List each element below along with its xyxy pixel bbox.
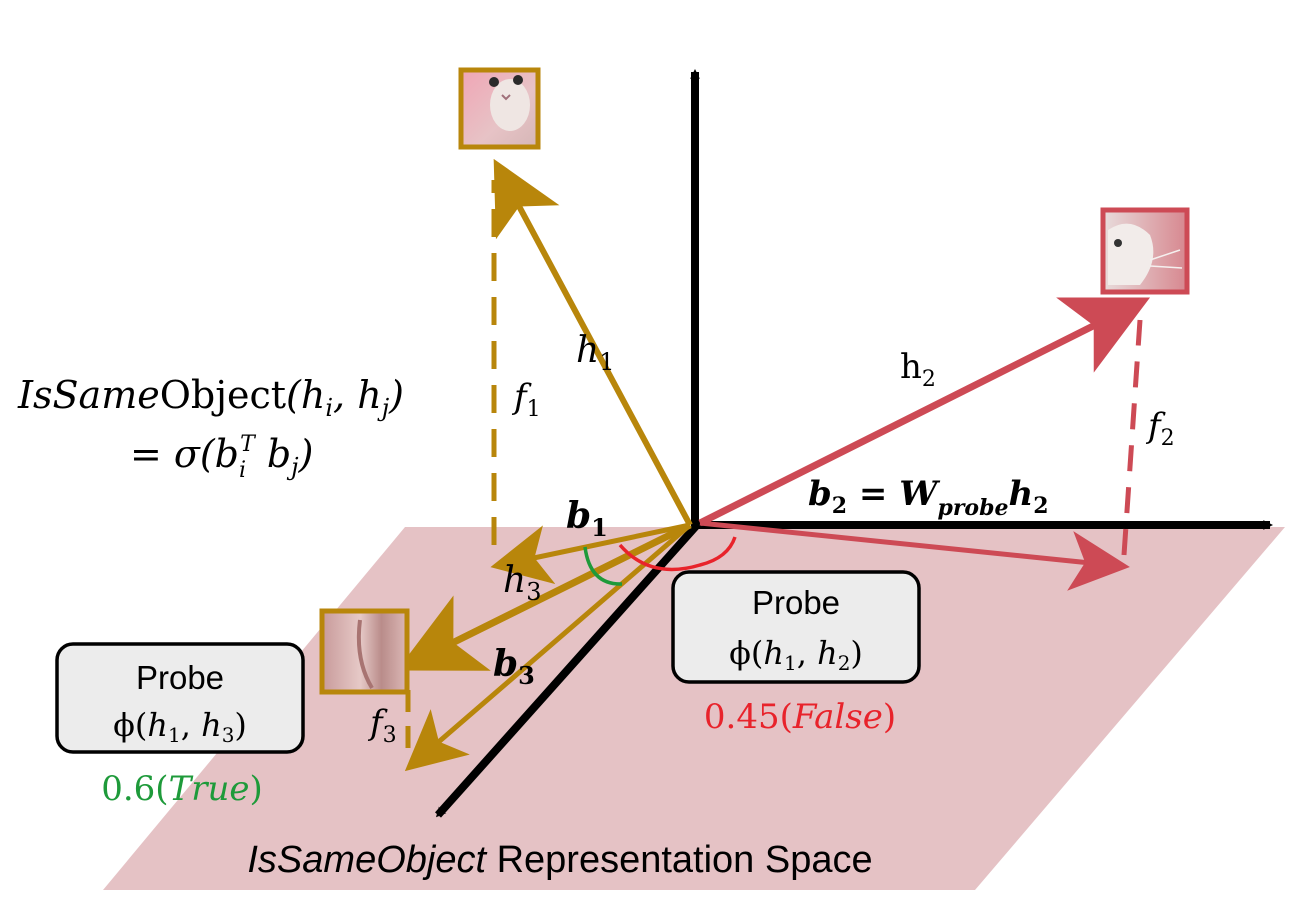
h2-vector (698, 297, 1151, 527)
cat-fur-closeup-thumbnail (319, 608, 410, 695)
cat-face-thumbnail (458, 67, 541, 150)
probe-box-right: Probe ϕ(h1, h2) (671, 570, 921, 684)
angle-arc-true (583, 546, 623, 586)
probe-left-func: ϕ(h1, h3) (113, 706, 247, 747)
probe-right-title: Probe (752, 584, 840, 621)
b1-label: b1 (566, 495, 608, 542)
h1-vector (493, 158, 693, 527)
formula-line2: = σ(biT bj) (130, 432, 313, 483)
probe-left-score: 0.6(True) (101, 769, 263, 809)
f2-label: f2 (1145, 406, 1175, 451)
f3-label: f3 (367, 703, 397, 748)
probe-right-func: ϕ(h1, h2) (729, 634, 863, 675)
probe-right-score: 0.45(False) (704, 697, 896, 737)
probe-box-left: Probe ϕ(h1, h3) (55, 642, 305, 754)
z-axis (435, 522, 700, 818)
h3-vector (396, 521, 692, 671)
representation-space-label: IsSameObject Representation Space (247, 839, 872, 881)
probe-left-title: Probe (136, 659, 224, 696)
cat-profile-thumbnail (1100, 207, 1190, 295)
f2-dashed (1121, 319, 1143, 556)
f1-label: f1 (511, 377, 541, 422)
h1-label: h1 (576, 330, 614, 376)
b2-equation: b2 = Wprobeh2 (808, 474, 1049, 521)
b1-vector (490, 522, 691, 585)
b2-vector (699, 520, 1130, 591)
h2-label: h2 (900, 347, 936, 392)
angle-arc-false (618, 536, 737, 572)
formula-line1: IsSameObject(hi, hj) (17, 373, 404, 422)
